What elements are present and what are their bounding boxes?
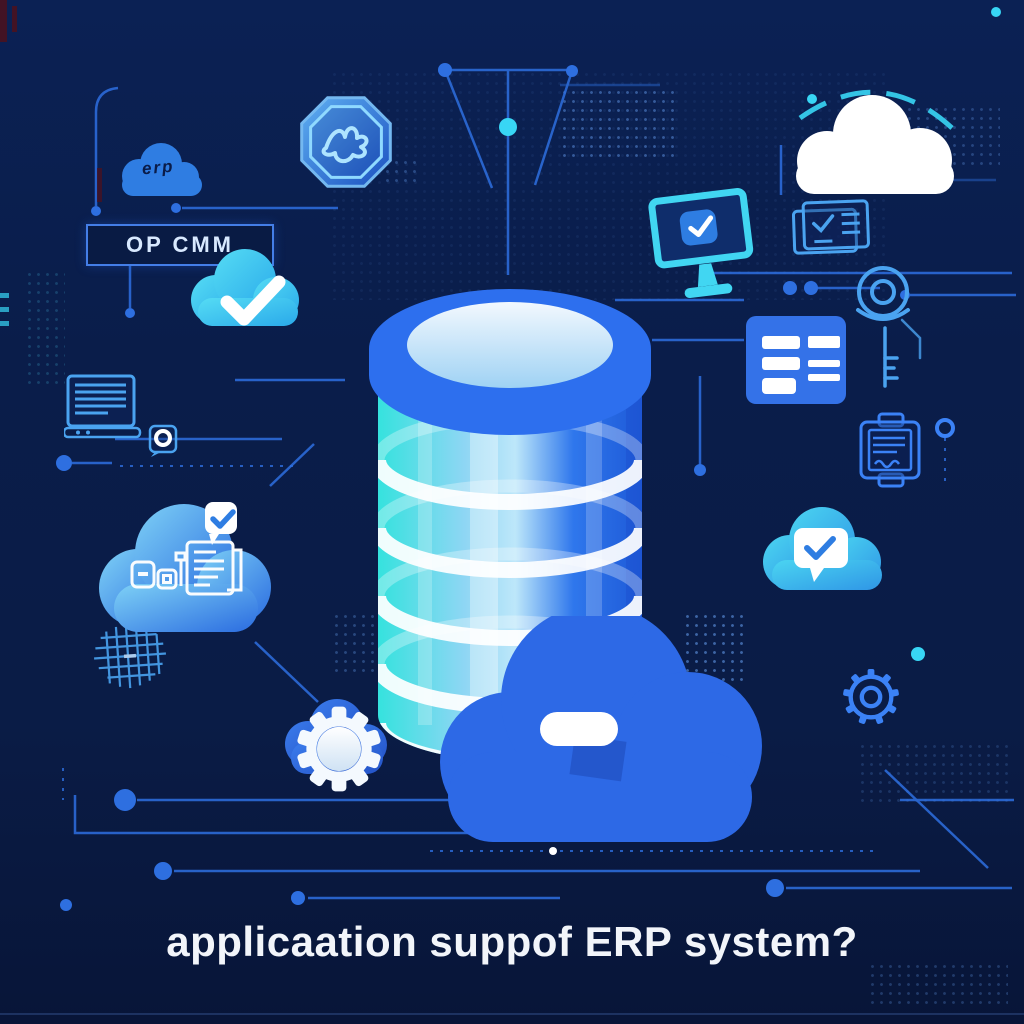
check-badge-icon — [679, 209, 718, 246]
corner-marks — [0, 0, 102, 202]
dot-matrix — [858, 742, 1008, 802]
cyan-node-icon — [499, 118, 517, 136]
op-cmm-label: OP CMM — [125, 232, 235, 257]
erp-cloud-label: erp — [141, 156, 176, 179]
node-icon — [935, 418, 955, 438]
chip-document-icon — [859, 412, 921, 488]
check-icon — [220, 275, 286, 326]
bubble-check-cloud-icon — [763, 507, 882, 590]
check-cloud-icon — [191, 249, 299, 326]
grid-chip-icon — [94, 624, 166, 689]
abstract-glyph-icon — [321, 126, 369, 164]
mini-device-icons — [130, 540, 243, 596]
check-badge-icon — [205, 502, 237, 545]
caption-text: applicaation suppof ERP system? — [166, 918, 858, 965]
devices-cloud-icon — [99, 502, 271, 632]
speech-check-icon — [794, 528, 848, 582]
avatar-key-icon — [856, 266, 922, 388]
list-card-icon — [746, 316, 846, 404]
monitor-check-icon — [648, 188, 754, 299]
dot-matrix — [683, 612, 749, 682]
white-gear-icon — [297, 706, 381, 792]
white-cloud-icon — [796, 95, 954, 194]
laptop-icon — [64, 374, 142, 439]
dash-pill-icon — [540, 712, 618, 746]
receipt-icon — [792, 199, 870, 255]
shield-badge-icon — [300, 96, 392, 188]
op-cmm-badge: OP CMM — [86, 224, 274, 266]
camera-icon — [148, 424, 178, 457]
dot-matrix — [868, 962, 1008, 1010]
dot-matrix — [332, 612, 376, 678]
erp-cloud-icon — [122, 143, 202, 196]
dot-matrix-faint — [330, 70, 890, 300]
big-cloud-icon — [440, 616, 762, 842]
outline-gear-icon — [843, 668, 899, 724]
dashed-arc-icon — [798, 89, 954, 130]
dot-matrix — [560, 88, 680, 158]
dot-matrix — [25, 270, 65, 390]
